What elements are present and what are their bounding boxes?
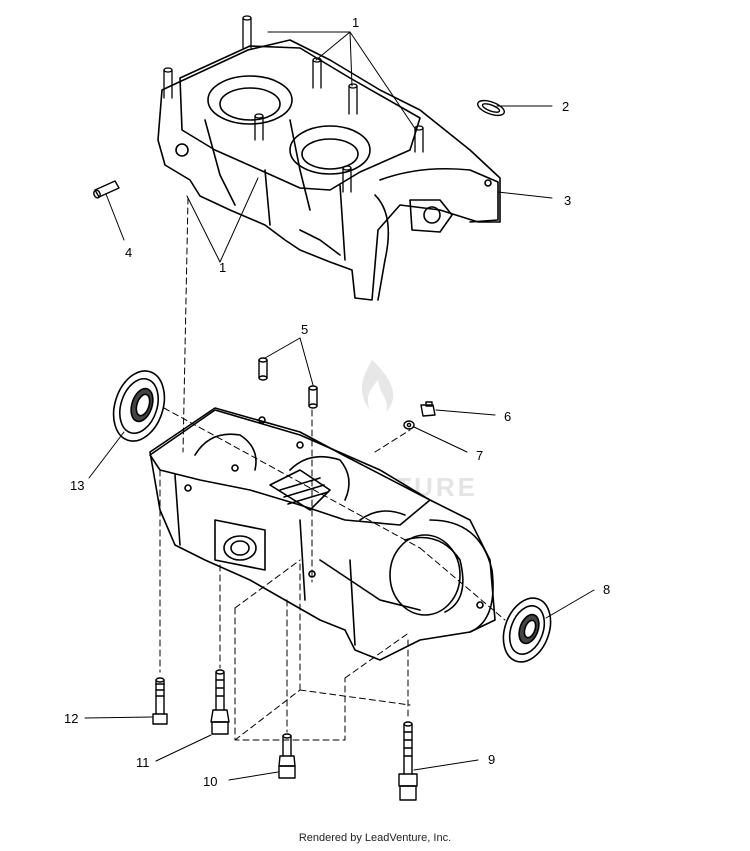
upper-crankcase <box>157 15 501 301</box>
callout-8: 8 <box>603 582 610 597</box>
render-credit: Rendered by LeadVenture, Inc. <box>298 832 452 844</box>
callout-numbers: 1 1 2 3 4 5 6 7 8 9 10 11 12 13 <box>64 15 610 789</box>
callout-5: 5 <box>301 322 308 337</box>
callout-10: 10 <box>203 774 217 789</box>
callout-1-top: 1 <box>352 15 359 30</box>
callout-9: 9 <box>488 752 495 767</box>
part-5-dowel-pins <box>258 357 318 409</box>
part-12-bolt <box>152 677 168 725</box>
leader-lines <box>84 31 595 781</box>
alignment-lines <box>159 197 506 741</box>
callout-7: 7 <box>476 448 483 463</box>
callout-4: 4 <box>125 245 132 260</box>
part-6-plug <box>420 401 436 417</box>
lower-crankcase <box>149 407 496 661</box>
part-8-oil-seal <box>502 597 552 663</box>
callout-6: 6 <box>504 409 511 424</box>
callout-11: 11 <box>136 755 150 770</box>
part-13-oil-seal <box>112 370 166 442</box>
callout-12: 12 <box>64 711 78 726</box>
part-10-stud-nut <box>278 733 296 779</box>
callout-1-bottom: 1 <box>219 260 226 275</box>
part-4-dowel-pin <box>93 180 120 199</box>
callout-13: 13 <box>70 478 84 493</box>
part-9-bolt <box>398 721 418 801</box>
callout-3: 3 <box>564 193 571 208</box>
part-2-gasket <box>476 99 506 117</box>
part-11-stud-nut <box>210 669 230 735</box>
callout-2: 2 <box>562 99 569 114</box>
part-7-washer <box>403 420 415 430</box>
